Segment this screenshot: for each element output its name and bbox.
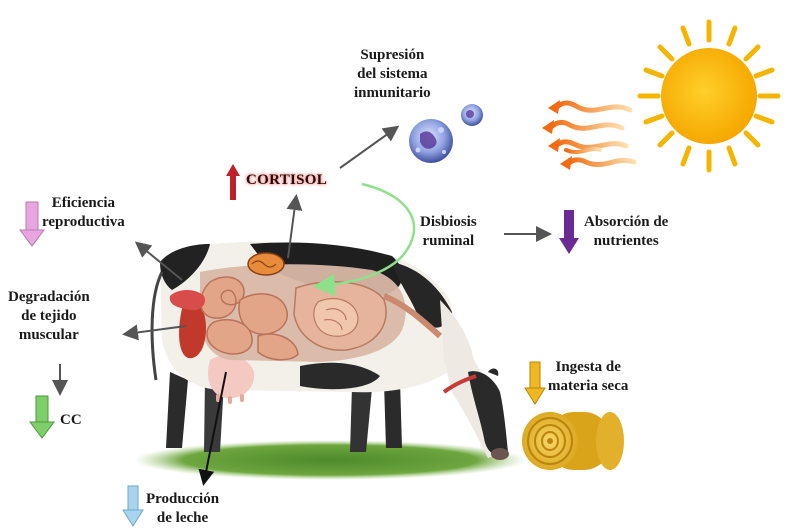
body-condition-label: CC xyxy=(60,411,82,430)
cortisol-up-arrow xyxy=(226,164,240,200)
reproductive-down-arrow xyxy=(20,202,44,246)
heat-arrowheads xyxy=(542,100,572,170)
cow-illustration xyxy=(152,242,509,460)
milk-down-arrow xyxy=(123,486,143,526)
immune-cell-icon xyxy=(409,104,483,163)
immune-suppression-label: Supresión del sistema inmunitario xyxy=(354,46,431,103)
milk-production-label: Producción de leche xyxy=(146,490,219,528)
adrenal-gland-icon xyxy=(248,253,284,275)
muscle-degradation-label: Degradación de tejido muscular xyxy=(8,288,90,345)
absorption-down-arrow xyxy=(559,210,579,254)
cortisol-label: CORTISOL xyxy=(246,172,327,189)
hay-bale-icon xyxy=(522,412,624,470)
heat-waves-icon xyxy=(550,103,634,165)
ruminal-dysbiosis-label: Disbiosis ruminal xyxy=(420,213,477,251)
nutrient-absorption-label: Absorción de nutrientes xyxy=(584,213,668,251)
cc-down-arrow xyxy=(30,396,54,438)
dry-matter-down-arrow xyxy=(525,362,545,404)
grass-ground xyxy=(134,440,526,480)
dry-matter-intake-label: Ingesta de materia seca xyxy=(548,358,628,396)
sun-icon xyxy=(640,22,778,170)
reproductive-efficiency-label: Eficiencia reproductiva xyxy=(42,194,125,232)
arrow-to-immune xyxy=(340,128,396,168)
